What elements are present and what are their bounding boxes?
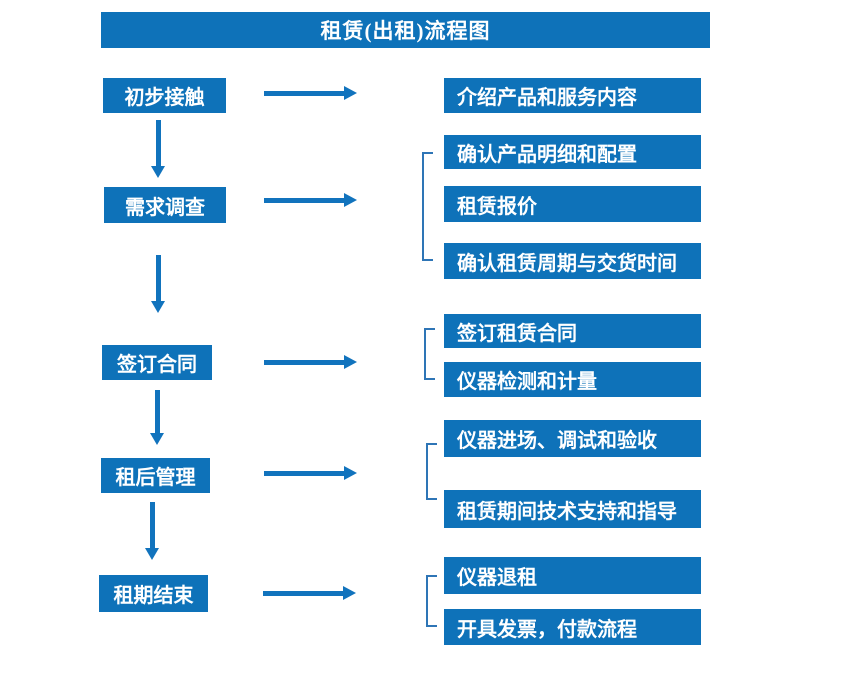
output-box-instrument-testing: 仪器检测和计量 <box>444 362 701 397</box>
step-box-initial-contact: 初步接触 <box>103 78 226 113</box>
group-bracket-icon <box>426 443 437 500</box>
output-box-sign-rental-contract: 签订租赁合同 <box>444 314 701 348</box>
arrow-right-icon <box>263 586 356 600</box>
group-bracket-icon <box>422 152 433 261</box>
output-box-invoice-payment: 开具发票，付款流程 <box>444 609 701 645</box>
step-box-sign-contract: 签订合同 <box>102 345 212 380</box>
step-box-demand-survey: 需求调查 <box>104 187 226 223</box>
group-bracket-icon <box>426 575 437 627</box>
output-box-confirm-product-details: 确认产品明细和配置 <box>444 135 701 169</box>
output-box-confirm-rental-period: 确认租赁周期与交货时间 <box>444 243 701 279</box>
step-box-rental-end: 租期结束 <box>99 575 208 612</box>
arrow-down-icon <box>151 120 165 178</box>
arrow-right-icon <box>264 193 357 207</box>
arrow-right-icon <box>264 466 357 480</box>
output-box-instrument-return: 仪器退租 <box>444 557 701 594</box>
step-box-post-rental-management: 租后管理 <box>101 458 210 493</box>
arrow-right-icon <box>264 355 357 369</box>
arrow-down-icon <box>151 255 165 313</box>
group-bracket-icon <box>424 328 435 380</box>
output-box-instrument-setup-acceptance: 仪器进场、调试和验收 <box>444 420 701 457</box>
arrow-down-icon <box>150 390 164 445</box>
flowchart-title: 租赁(出租)流程图 <box>101 12 710 48</box>
output-box-rental-quote: 租赁报价 <box>444 186 701 222</box>
output-box-introduce-products: 介绍产品和服务内容 <box>444 78 701 113</box>
output-box-technical-support: 租赁期间技术支持和指导 <box>444 490 701 528</box>
arrow-right-icon <box>264 86 357 100</box>
arrow-down-icon <box>145 502 159 560</box>
